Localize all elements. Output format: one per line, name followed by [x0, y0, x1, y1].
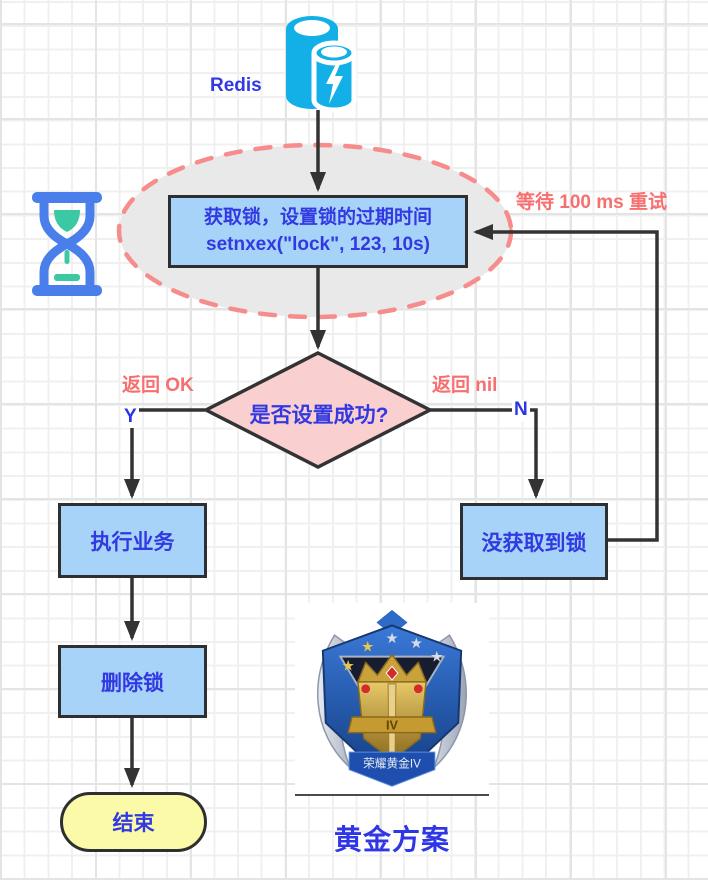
return-ok-label: 返回 OK: [122, 375, 194, 396]
star-icon: ★: [361, 639, 374, 655]
hourglass-icon: [32, 192, 102, 296]
return-nil-label: 返回 nil: [432, 375, 498, 396]
tier-banner: [347, 715, 437, 733]
retry-wait-label: 等待 100 ms 重试: [516, 192, 667, 213]
redis-database-icon: [286, 16, 357, 113]
gold-rank-badge-image: ★ ★ ★ ★ ★ IV 荣耀黄金IV: [295, 603, 489, 796]
delete-lock-box: 删除锁: [58, 645, 207, 718]
star-icon: ★: [410, 635, 423, 651]
tier-numeral: IV: [386, 718, 399, 732]
star-icon: ★: [430, 649, 443, 665]
acquire-lock-line1: 获取锁，设置锁的过期时间: [203, 206, 432, 228]
bottom-ribbon: [348, 751, 436, 787]
red-gem: [361, 683, 371, 693]
star-icon: ★: [385, 630, 398, 646]
no-lock-box: 没获取到锁: [460, 503, 608, 580]
edge-decision-to-nolock: [430, 408, 544, 499]
execute-business-box: 执行业务: [58, 503, 207, 578]
decision-diamond: [202, 351, 434, 469]
no-branch-letter: N: [512, 399, 530, 421]
decision-question: 是否设置成功?: [249, 404, 389, 427]
star-icon: ★: [342, 658, 355, 674]
end-node: 结束: [60, 792, 207, 852]
badge-ribbon-text: 荣耀黄金IV: [363, 756, 421, 770]
gold-rank-emblem: ★ ★ ★ ★ ★ IV 荣耀黄金IV: [317, 609, 467, 787]
badge-caption: 黄金方案: [333, 824, 450, 855]
red-gem: [385, 665, 399, 681]
redis-label: Redis: [210, 75, 262, 96]
edge-decision-to-execute: [124, 408, 205, 499]
yes-branch-letter: Y: [122, 406, 139, 428]
lightning-bolt-icon: [326, 62, 343, 104]
edge-nolock-retry-to-acquire: [473, 224, 659, 542]
red-gem: [413, 683, 423, 693]
acquire-lock-box: 获取锁，设置锁的过期时间 setnxex("lock", 123, 10s): [168, 195, 468, 268]
acquire-lock-line2: setnxex("lock", 123, 10s): [206, 233, 430, 255]
